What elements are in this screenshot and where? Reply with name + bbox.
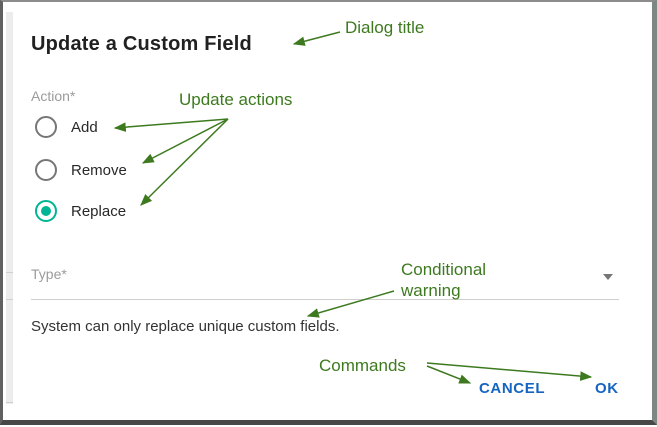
annotation-conditional-warning: Conditional warning (401, 260, 487, 300)
ok-button[interactable]: OK (595, 380, 619, 397)
radio-option-label[interactable]: Replace (71, 202, 127, 220)
cancel-button[interactable]: CANCEL (479, 380, 546, 397)
select-underline (31, 299, 619, 300)
annotation-update-actions: Update actions (179, 90, 293, 109)
dropdown-arrow-icon[interactable] (603, 274, 613, 280)
radio-option-add[interactable]: Add (35, 116, 98, 138)
radio-option-replace[interactable]: Replace (25, 190, 127, 232)
type-select-label: Type* (31, 266, 67, 282)
type-select[interactable]: Type* (31, 264, 619, 300)
annotation-dialog-title: Dialog title (345, 18, 425, 37)
background-page-edge (6, 12, 13, 404)
radio-icon[interactable] (35, 159, 57, 181)
radio-option-label[interactable]: Add (71, 118, 98, 136)
action-group-label: Action* (31, 88, 76, 104)
conditional-warning-text: System can only replace unique custom fi… (31, 318, 340, 335)
divider (6, 272, 13, 273)
radio-option-remove[interactable]: Remove (35, 159, 127, 181)
annotation-commands: Commands (319, 356, 406, 375)
divider (6, 299, 13, 300)
radio-icon[interactable] (35, 116, 57, 138)
dialog-title: Update a Custom Field (31, 33, 252, 55)
divider (6, 402, 13, 403)
radio-icon[interactable] (35, 200, 57, 222)
radio-option-label[interactable]: Remove (71, 161, 127, 179)
